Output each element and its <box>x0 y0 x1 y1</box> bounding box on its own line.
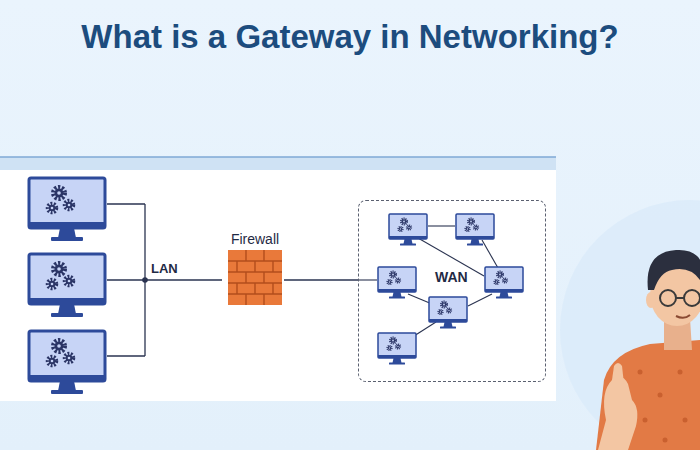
network-link <box>284 280 358 281</box>
page-title: What is a Gateway in Networking? <box>0 18 700 56</box>
network-region: WAN <box>358 200 546 382</box>
firewall-label: Firewall <box>226 230 284 248</box>
brick-wall <box>228 250 282 305</box>
network-label: LAN <box>151 261 178 276</box>
network-label: WAN <box>433 269 470 285</box>
firewall-node: Firewall <box>226 230 284 305</box>
